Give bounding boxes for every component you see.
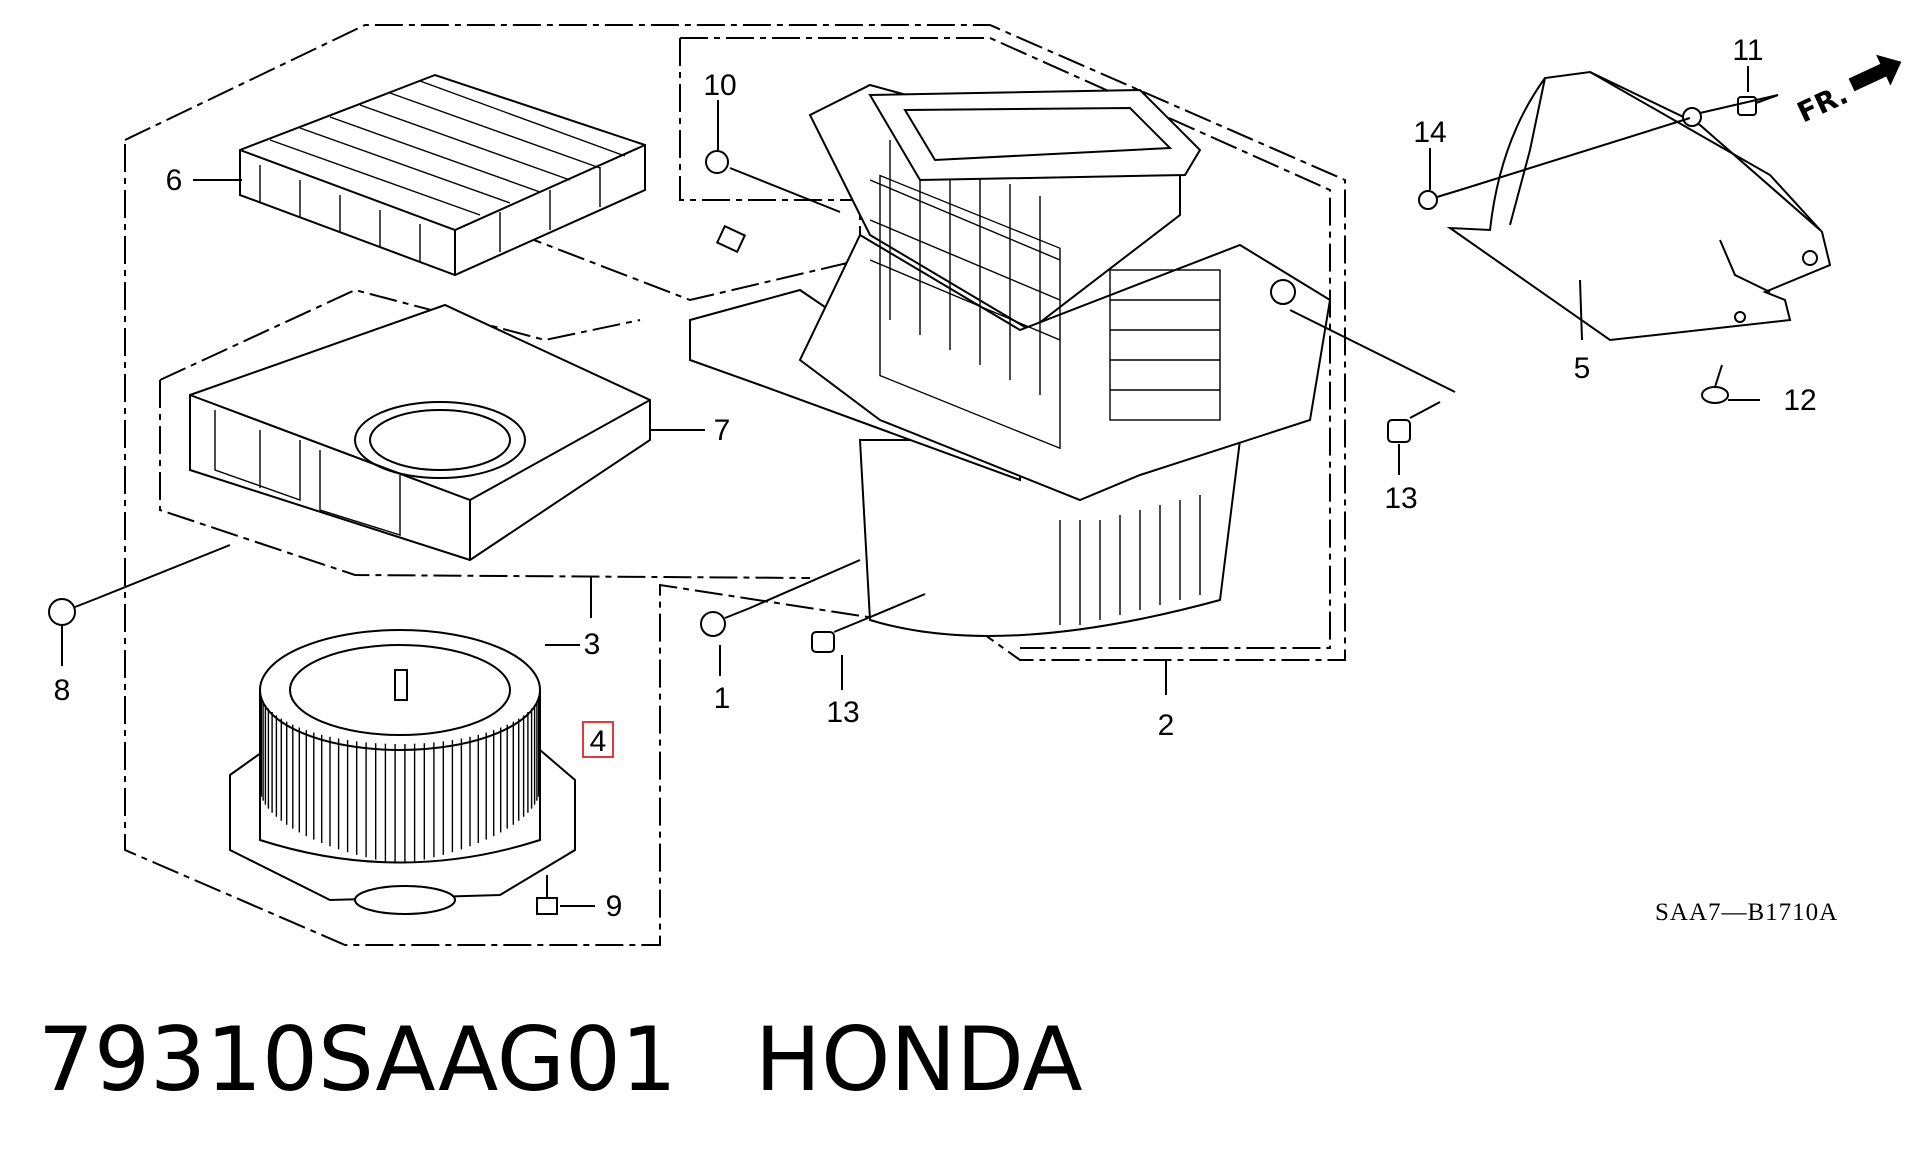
clip-part-11 — [1737, 94, 1779, 116]
highlight-box-callout-4 — [582, 721, 614, 758]
callout-3: 3 — [584, 628, 601, 661]
screw-part-1 — [700, 607, 751, 637]
part-number: 79310SAAG01 — [38, 1008, 677, 1111]
callout-9: 9 — [606, 890, 623, 923]
brand-name: HONDA — [754, 1008, 1083, 1111]
cover-part-5 — [1446, 70, 1832, 342]
callout-13-lower: 13 — [826, 696, 859, 729]
screw-part-9 — [536, 875, 558, 915]
callout-8: 8 — [54, 674, 71, 707]
blower-motor-part-4 — [229, 629, 576, 915]
callout-1: 1 — [714, 682, 731, 715]
callout-4: 4 — [590, 725, 607, 758]
air-filter-part-6 — [239, 73, 646, 277]
front-arrow: FR. — [1792, 54, 1902, 130]
callout-13-upper: 13 — [1384, 482, 1417, 515]
callout-12: 12 — [1783, 384, 1816, 417]
callout-14: 14 — [1413, 116, 1446, 149]
bolt-part-13-lower — [811, 617, 869, 653]
arrow-right-icon — [1848, 54, 1902, 92]
filter-housing-part-7 — [189, 303, 651, 562]
caption: 79310SAAG01 HONDA — [38, 1008, 1083, 1111]
callout-6: 6 — [166, 164, 183, 197]
assembly-group-outlines — [124, 24, 1346, 946]
screw-part-14 — [1418, 189, 1461, 210]
bolt-part-13-upper — [1387, 401, 1441, 443]
callout-7: 7 — [714, 414, 731, 447]
callout-labels: 1 2 3 4 5 6 7 8 9 10 11 12 13 13 14 — [54, 34, 1817, 923]
leader-lines — [61, 66, 1779, 907]
callout-10: 10 — [703, 69, 736, 102]
fasteners — [48, 94, 1779, 915]
screw-part-8 — [48, 597, 99, 626]
callout-11: 11 — [1732, 34, 1763, 67]
front-label: FR. — [1792, 78, 1853, 130]
screw-part-12 — [1701, 364, 1729, 404]
callout-5: 5 — [1574, 352, 1591, 385]
diagram-code: SAA7—B1710A — [1655, 899, 1838, 926]
clip-part-10 — [705, 150, 747, 254]
callout-2: 2 — [1158, 709, 1175, 742]
blower-case-part-2 — [689, 83, 1332, 637]
